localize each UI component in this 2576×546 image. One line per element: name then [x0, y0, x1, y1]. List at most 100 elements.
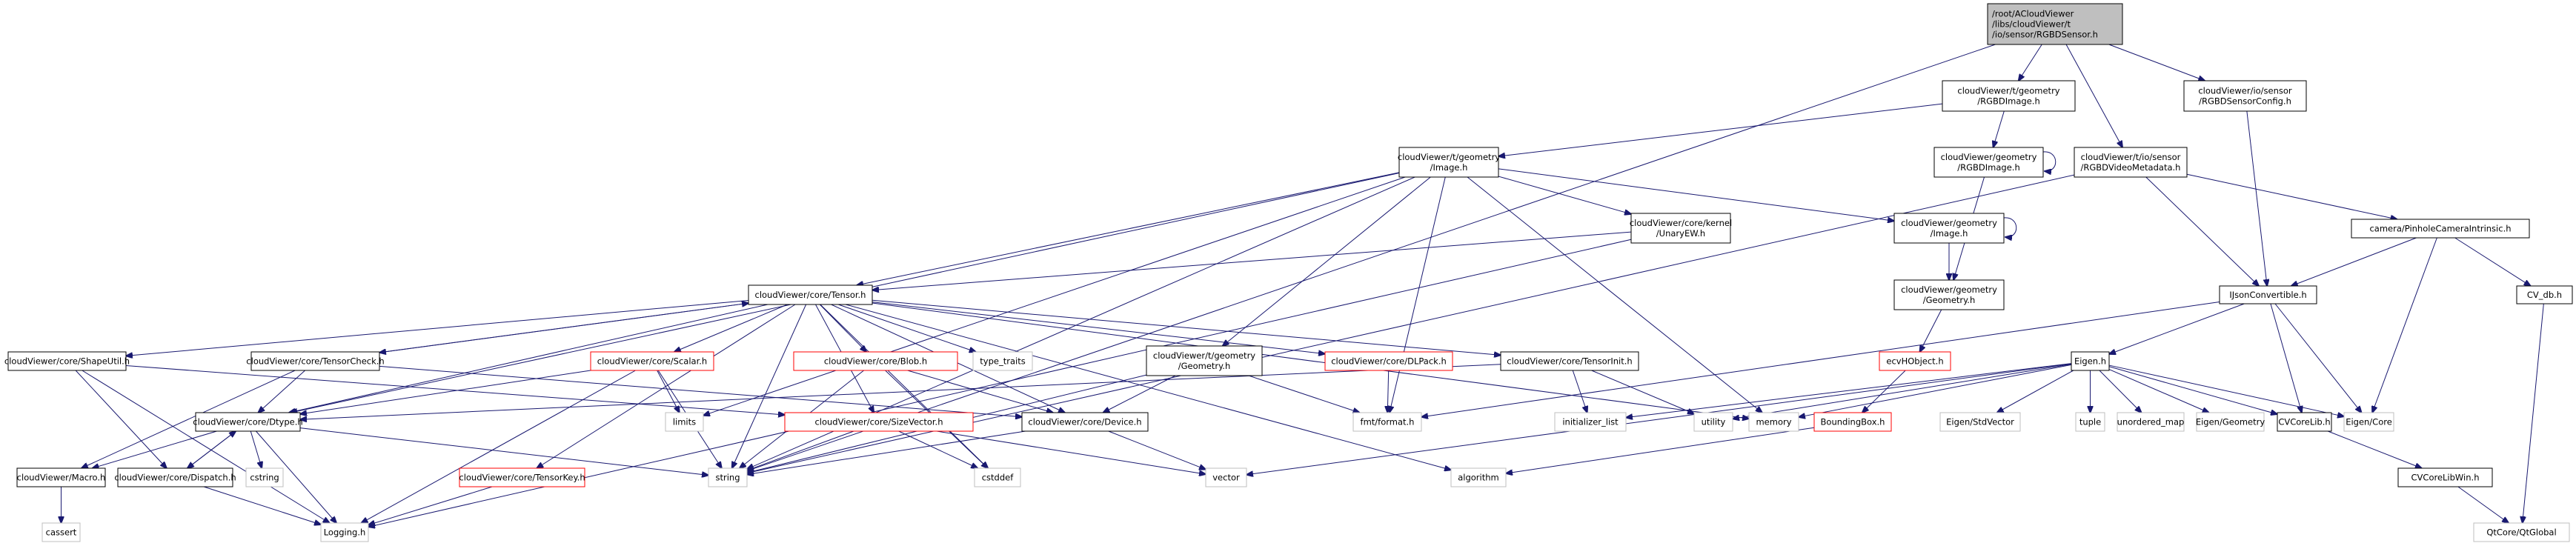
node-blob[interactable]: cloudViewer/core/Blob.h [793, 351, 958, 371]
node-g_geometry[interactable]: cloudViewer/geometry/Geometry.h [1893, 279, 2005, 310]
node-label: /Image.h [1931, 228, 1968, 239]
node-label: /RGBDImage.h [1957, 162, 2019, 173]
node-tensor[interactable]: cloudViewer/core/Tensor.h [748, 284, 873, 305]
edge-tensor-to-algorithm [845, 304, 1451, 470]
node-box [665, 412, 704, 432]
node-unaryew[interactable]: cloudViewer/core/kernel/UnaryEW.h [1630, 213, 1732, 244]
node-box [1021, 412, 1149, 432]
node-label: cloudViewer/core/kernel [1630, 218, 1732, 228]
node-label: BoundingBox.h [1821, 417, 1885, 427]
node-t_rgbdimage[interactable]: cloudViewer/t/geometry/RGBDImage.h [1942, 80, 2076, 112]
edge-tensorcheck-to-macro [82, 370, 296, 468]
node-pinhole[interactable]: camera/PinholeCameraIntrinsic.h [2351, 219, 2530, 239]
node-t_image[interactable]: cloudViewer/t/geometry/Image.h [1398, 147, 1500, 178]
edge-pinhole-to-cvdb [2454, 237, 2531, 286]
node-eigen_core: Eigen/Core [2343, 412, 2394, 432]
edge-tensor-to-shapeutil [126, 299, 749, 356]
node-cvcorelibwin[interactable]: CVCoreLibWin.h [2397, 467, 2493, 487]
node-shapeutil[interactable]: cloudViewer/core/ShapeUtil.h [4, 351, 130, 371]
node-label: vector [1212, 473, 1240, 483]
edge-ijson-to-eigen_h [2109, 303, 2245, 354]
edge-dtype-to-cstring [250, 430, 262, 468]
node-box [784, 412, 974, 432]
node-box [708, 467, 748, 487]
node-label: /UnaryEW.h [1656, 228, 1705, 239]
edge-eigen_h-to-initializer_list [1626, 363, 2072, 418]
node-box [793, 351, 958, 371]
node-box [1324, 351, 1453, 371]
node-box [117, 467, 233, 487]
node-tuple: tuple [2075, 412, 2105, 432]
node-ecvhobject[interactable]: ecvHObject.h [1879, 351, 1951, 371]
node-scalar[interactable]: cloudViewer/core/Scalar.h [590, 351, 714, 371]
node-dlpack[interactable]: cloudViewer/core/DLPack.h [1324, 351, 1453, 371]
edge-tensor-to-cstddef [820, 304, 988, 468]
node-t_geometry[interactable]: cloudViewer/t/geometry/Geometry.h [1146, 345, 1263, 376]
node-box [1693, 412, 1733, 432]
edge-dtype-to-macro [93, 430, 217, 468]
node-box [1554, 412, 1627, 432]
edge-t_rgbdimage-to-t_image [1498, 103, 1943, 156]
node-eigen_h[interactable]: Eigen.h [2071, 351, 2110, 371]
node-box [2343, 412, 2394, 432]
node-label: /io/sensor/RGBDSensor.h [1992, 30, 2098, 40]
edge-eigen_h-to-vector [1246, 363, 2072, 475]
edge-tensorinit-to-utility [1591, 370, 1694, 414]
edge-tensorinit-to-dtype [300, 364, 1501, 419]
node-label: cloudViewer/t/io/sensor [2081, 152, 2181, 162]
node-box [1500, 351, 1639, 371]
node-g_rgbdimage[interactable]: cloudViewer/geometry/RGBDImage.h [1933, 147, 2044, 178]
node-sizevector[interactable]: cloudViewer/core/SizeVector.h [784, 412, 974, 432]
node-box [2219, 285, 2317, 304]
node-label: cloudViewer/core/Tensor.h [755, 290, 866, 300]
node-label: cloudViewer/core/SizeVector.h [814, 417, 943, 427]
edge-eigen_h-to-utility [1733, 364, 2072, 419]
node-macro[interactable]: cloudViewer/Macro.h [16, 467, 106, 487]
node-label: utility [1702, 417, 1726, 427]
edge-pinhole-to-ijson [2291, 237, 2417, 286]
node-box [1813, 412, 1892, 432]
node-rgbdsensorconfig[interactable]: cloudViewer/io/sensor/RGBDSensorConfig.h [2183, 80, 2307, 112]
node-root[interactable]: /root/ACloudViewer/libs/cloudViewer/t/io… [1987, 3, 2123, 45]
node-cvcorelib[interactable]: CVCoreLib.h [2277, 412, 2332, 432]
node-tensorinit[interactable]: cloudViewer/core/TensorInit.h [1500, 351, 1639, 371]
edge-cvcorelibwin-to-qtglobal [2457, 486, 2509, 523]
node-label: CV_db.h [2527, 290, 2562, 300]
node-fmt_format: fmt/format.h [1352, 412, 1422, 432]
node-box [245, 467, 284, 487]
node-cvdb[interactable]: CV_db.h [2516, 285, 2573, 304]
node-ijson[interactable]: IJsonConvertible.h [2219, 285, 2317, 304]
node-eigen_geometry: Eigen/Geometry [2196, 412, 2265, 432]
edge-rgbdsensorconfig-to-ijson [2246, 110, 2267, 286]
node-label: cloudViewer/core/Scalar.h [597, 356, 707, 367]
node-rgbdvideometa[interactable]: cloudViewer/t/io/sensor/RGBDVideoMetadat… [2074, 147, 2188, 178]
node-label: cloudViewer/Macro.h [17, 473, 106, 483]
edge-g_image-to-g_image [2003, 217, 2017, 237]
node-boundingbox[interactable]: BoundingBox.h [1813, 412, 1892, 432]
edge-scalar-to-dtype [300, 370, 591, 414]
edge-tensor-to-tensorkey [537, 304, 796, 468]
node-label: /libs/cloudViewer/t [1992, 19, 2071, 30]
node-box [195, 412, 301, 432]
node-dtype[interactable]: cloudViewer/core/Dtype.h [193, 412, 303, 432]
node-box [972, 351, 1033, 371]
node-label: cloudViewer/t/geometry [1398, 152, 1500, 162]
node-label: Logging.h [324, 527, 366, 538]
edge-cvdb-to-qtglobal [2523, 303, 2544, 523]
node-box [1987, 3, 2123, 45]
node-tensorcheck[interactable]: cloudViewer/core/TensorCheck.h [246, 351, 385, 371]
node-label: /Geometry.h [1923, 295, 1976, 305]
node-box [1146, 345, 1263, 376]
node-device[interactable]: cloudViewer/core/Device.h [1021, 412, 1149, 432]
edge-t_image-to-limits [703, 176, 1406, 416]
node-dispatch[interactable]: cloudViewer/core/Dispatch.h [114, 467, 236, 487]
edge-tensor-to-blob [819, 304, 866, 352]
edge-tensorkey-to-logging [368, 486, 493, 525]
node-label: cloudViewer/t/geometry [1957, 86, 2059, 96]
edge-rgbdvideometa-to-ijson [2145, 176, 2259, 286]
edge-root-to-rgbdvideometa [2065, 44, 2122, 147]
edge-eigen_h-to-cvcorelib [2108, 366, 2277, 414]
node-g_image[interactable]: cloudViewer/geometry/Image.h [1893, 213, 2005, 244]
node-tensorkey[interactable]: cloudViewer/core/TensorKey.h [459, 467, 585, 487]
